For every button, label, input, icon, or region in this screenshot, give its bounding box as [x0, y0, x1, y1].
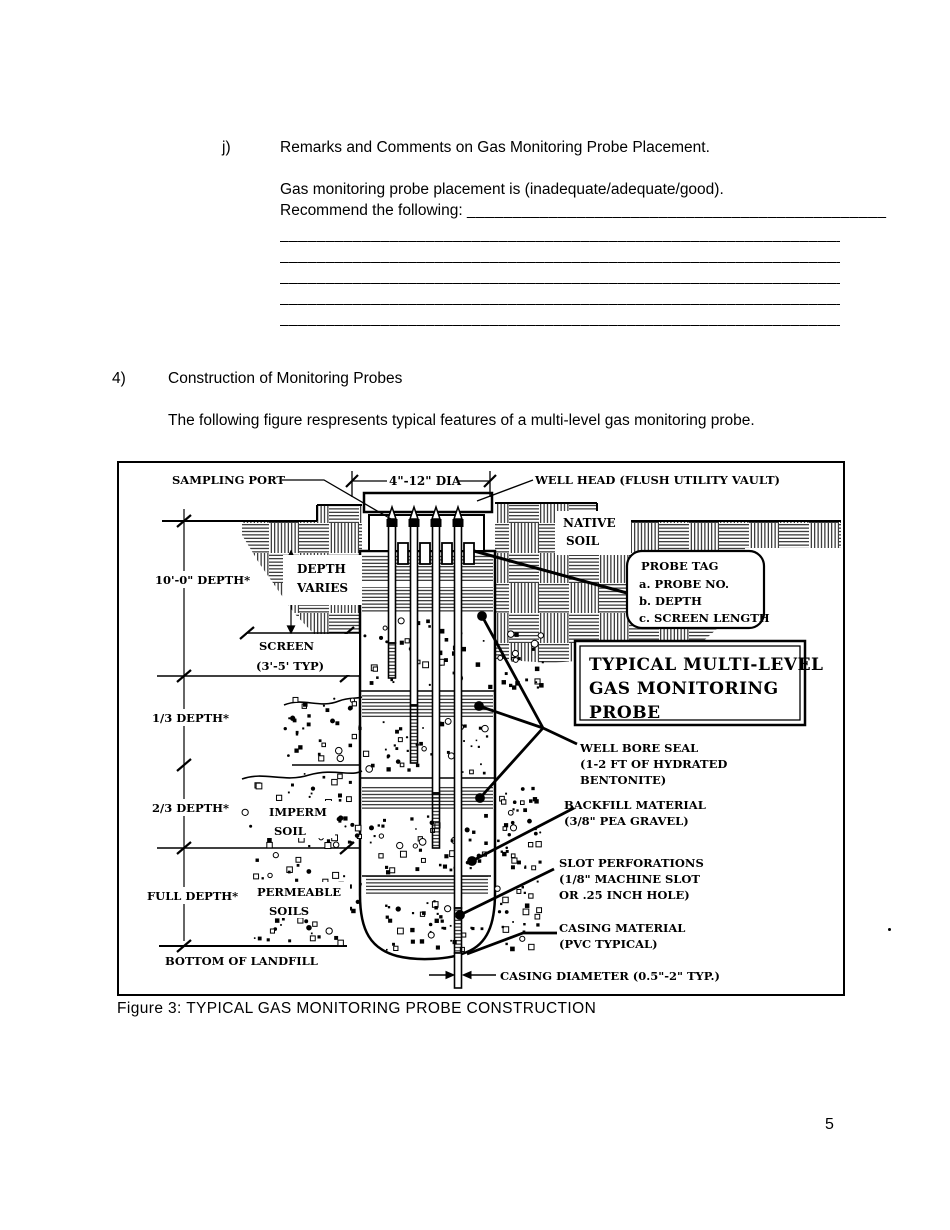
ground-line-left: [162, 504, 362, 522]
one-third-depth-label: 1/3 DEPTH*: [152, 711, 229, 725]
figure-intro: The following figure respresents typical…: [168, 412, 755, 429]
diameter-label: 4"-12" DIA: [389, 474, 462, 488]
figure-title-box: [573, 639, 807, 727]
casing-diameter-label: CASING DIAMETER (0.5"-2" TYP.): [500, 969, 720, 983]
borehole-zone-lines: [360, 690, 495, 877]
slot-perforations-label-3: OR .25 INCH HOLE): [559, 888, 690, 902]
bottom-landfill-label: BOTTOM OF LANDFILL: [165, 954, 318, 968]
well-bore-seal-leaders: [474, 611, 578, 803]
fill-in-blank-lines: ________________________________________…: [280, 224, 840, 329]
native-soil-label: NATIVE: [563, 516, 616, 530]
probe-tag-leader: [473, 549, 628, 595]
backfill-label: BACKFILL MATERIAL: [564, 798, 706, 812]
permeable-soils-label-2: SOILS: [269, 904, 309, 918]
well-head-leader: [476, 479, 534, 502]
casing-material-label: CASING MATERIAL: [559, 921, 685, 935]
sampling-port-leader: [282, 479, 392, 520]
screen-label-2: (3'-5' TYP): [256, 659, 324, 673]
blank-line: ________________________________________…: [280, 310, 840, 327]
slot-perforations-leader: [455, 867, 555, 920]
page-number: 5: [825, 1116, 834, 1133]
tick-marks: [176, 514, 355, 953]
casing-material-label-2: (PVC TYPICAL): [559, 937, 658, 951]
figure-caption: Figure 3: TYPICAL GAS MONITORING PROBE C…: [117, 1000, 597, 1017]
backfill-leader: [467, 806, 575, 866]
well-bore-seal-label: WELL BORE SEAL: [579, 741, 698, 755]
casing-diameter-dimension: [429, 970, 496, 980]
figure-title-line-1: TYPICAL MULTI-LEVEL: [589, 655, 824, 675]
item-j-title: Remarks and Comments on Gas Monitoring P…: [280, 139, 710, 156]
figure-title-line-2: GAS MONITORING: [589, 679, 779, 699]
figure-title-line-3: PROBE: [589, 703, 661, 723]
well-bore-seal-label-2: (1-2 FT OF HYDRATED: [580, 757, 727, 771]
item-4-title: Construction of Monitoring Probes: [168, 370, 403, 387]
well-bore-seal-label-3: BENTONITE): [580, 773, 666, 787]
blank-line: ________________________________________…: [280, 289, 840, 306]
stray-mark: [888, 928, 891, 931]
waste-boundary-wavy-1: [283, 696, 363, 706]
probe-tubes: [387, 525, 463, 989]
probe-tag-item-c: c. SCREEN LENGTH: [639, 611, 770, 625]
figure-3-diagram: SAMPLING PORT 4"-12" DIA WELL HEAD (FLUS…: [145, 471, 841, 989]
depth-varies-label: DEPTH: [297, 562, 346, 576]
depth-varies-label-2: VARIES: [296, 581, 348, 595]
paragraph-line-2: Recommend the following: _______________…: [280, 200, 886, 221]
two-thirds-depth-label: 2/3 DEPTH*: [152, 801, 229, 815]
sampling-port-label: SAMPLING PORT: [172, 473, 285, 487]
screen-label: SCREEN: [259, 639, 315, 653]
probe-tag-item-a: a. PROBE NO.: [639, 577, 729, 591]
backfill-label-2: (3/8" PEA GRAVEL): [564, 814, 689, 828]
item-4-label: 4): [112, 370, 126, 387]
blank-line: ________________________________________…: [280, 268, 840, 285]
blank-line: ________________________________________…: [280, 247, 840, 264]
well-head-lid: [362, 491, 494, 514]
waste-boundary-wavy-2: [241, 770, 363, 780]
depth-10-label: 10'-0" DEPTH*: [155, 573, 250, 587]
paragraph-line-1: Gas monitoring probe placement is (inade…: [280, 181, 724, 198]
item-j-label: j): [222, 139, 231, 156]
item-j-paragraph: Gas monitoring probe placement is (inade…: [280, 179, 886, 221]
probe-tag-plates: [397, 542, 475, 565]
paragraph-line-2-text: Recommend the following:: [280, 202, 463, 219]
native-soil-label-2: SOIL: [566, 534, 600, 548]
blank-line: ________________________________________…: [280, 226, 840, 243]
casing-material-leader: [466, 931, 557, 956]
figure-3-frame: SAMPLING PORT 4"-12" DIA WELL HEAD (FLUS…: [117, 461, 845, 996]
slot-perforations-label-2: (1/8" MACHINE SLOT: [559, 872, 700, 886]
permeable-soils-label: PERMEABLE: [257, 885, 341, 899]
well-head-label: WELL HEAD (FLUSH UTILITY VAULT): [534, 473, 780, 487]
imperm-soil-label: IMPERM: [269, 805, 327, 819]
full-depth-label: FULL DEPTH*: [147, 889, 238, 903]
diameter-dimension: [345, 471, 497, 497]
sampling-port-caps: [386, 504, 464, 527]
slot-perforations-label: SLOT PERFORATIONS: [559, 856, 704, 870]
probe-tag-item-b: b. DEPTH: [639, 594, 702, 608]
fill-in-blank-short: ________________________________________…: [466, 202, 887, 219]
probe-tag-title: PROBE TAG: [641, 559, 718, 573]
label-backings: [145, 511, 631, 918]
probe-tag-box: [625, 549, 766, 630]
imperm-soil-label-2: SOIL: [274, 824, 306, 838]
